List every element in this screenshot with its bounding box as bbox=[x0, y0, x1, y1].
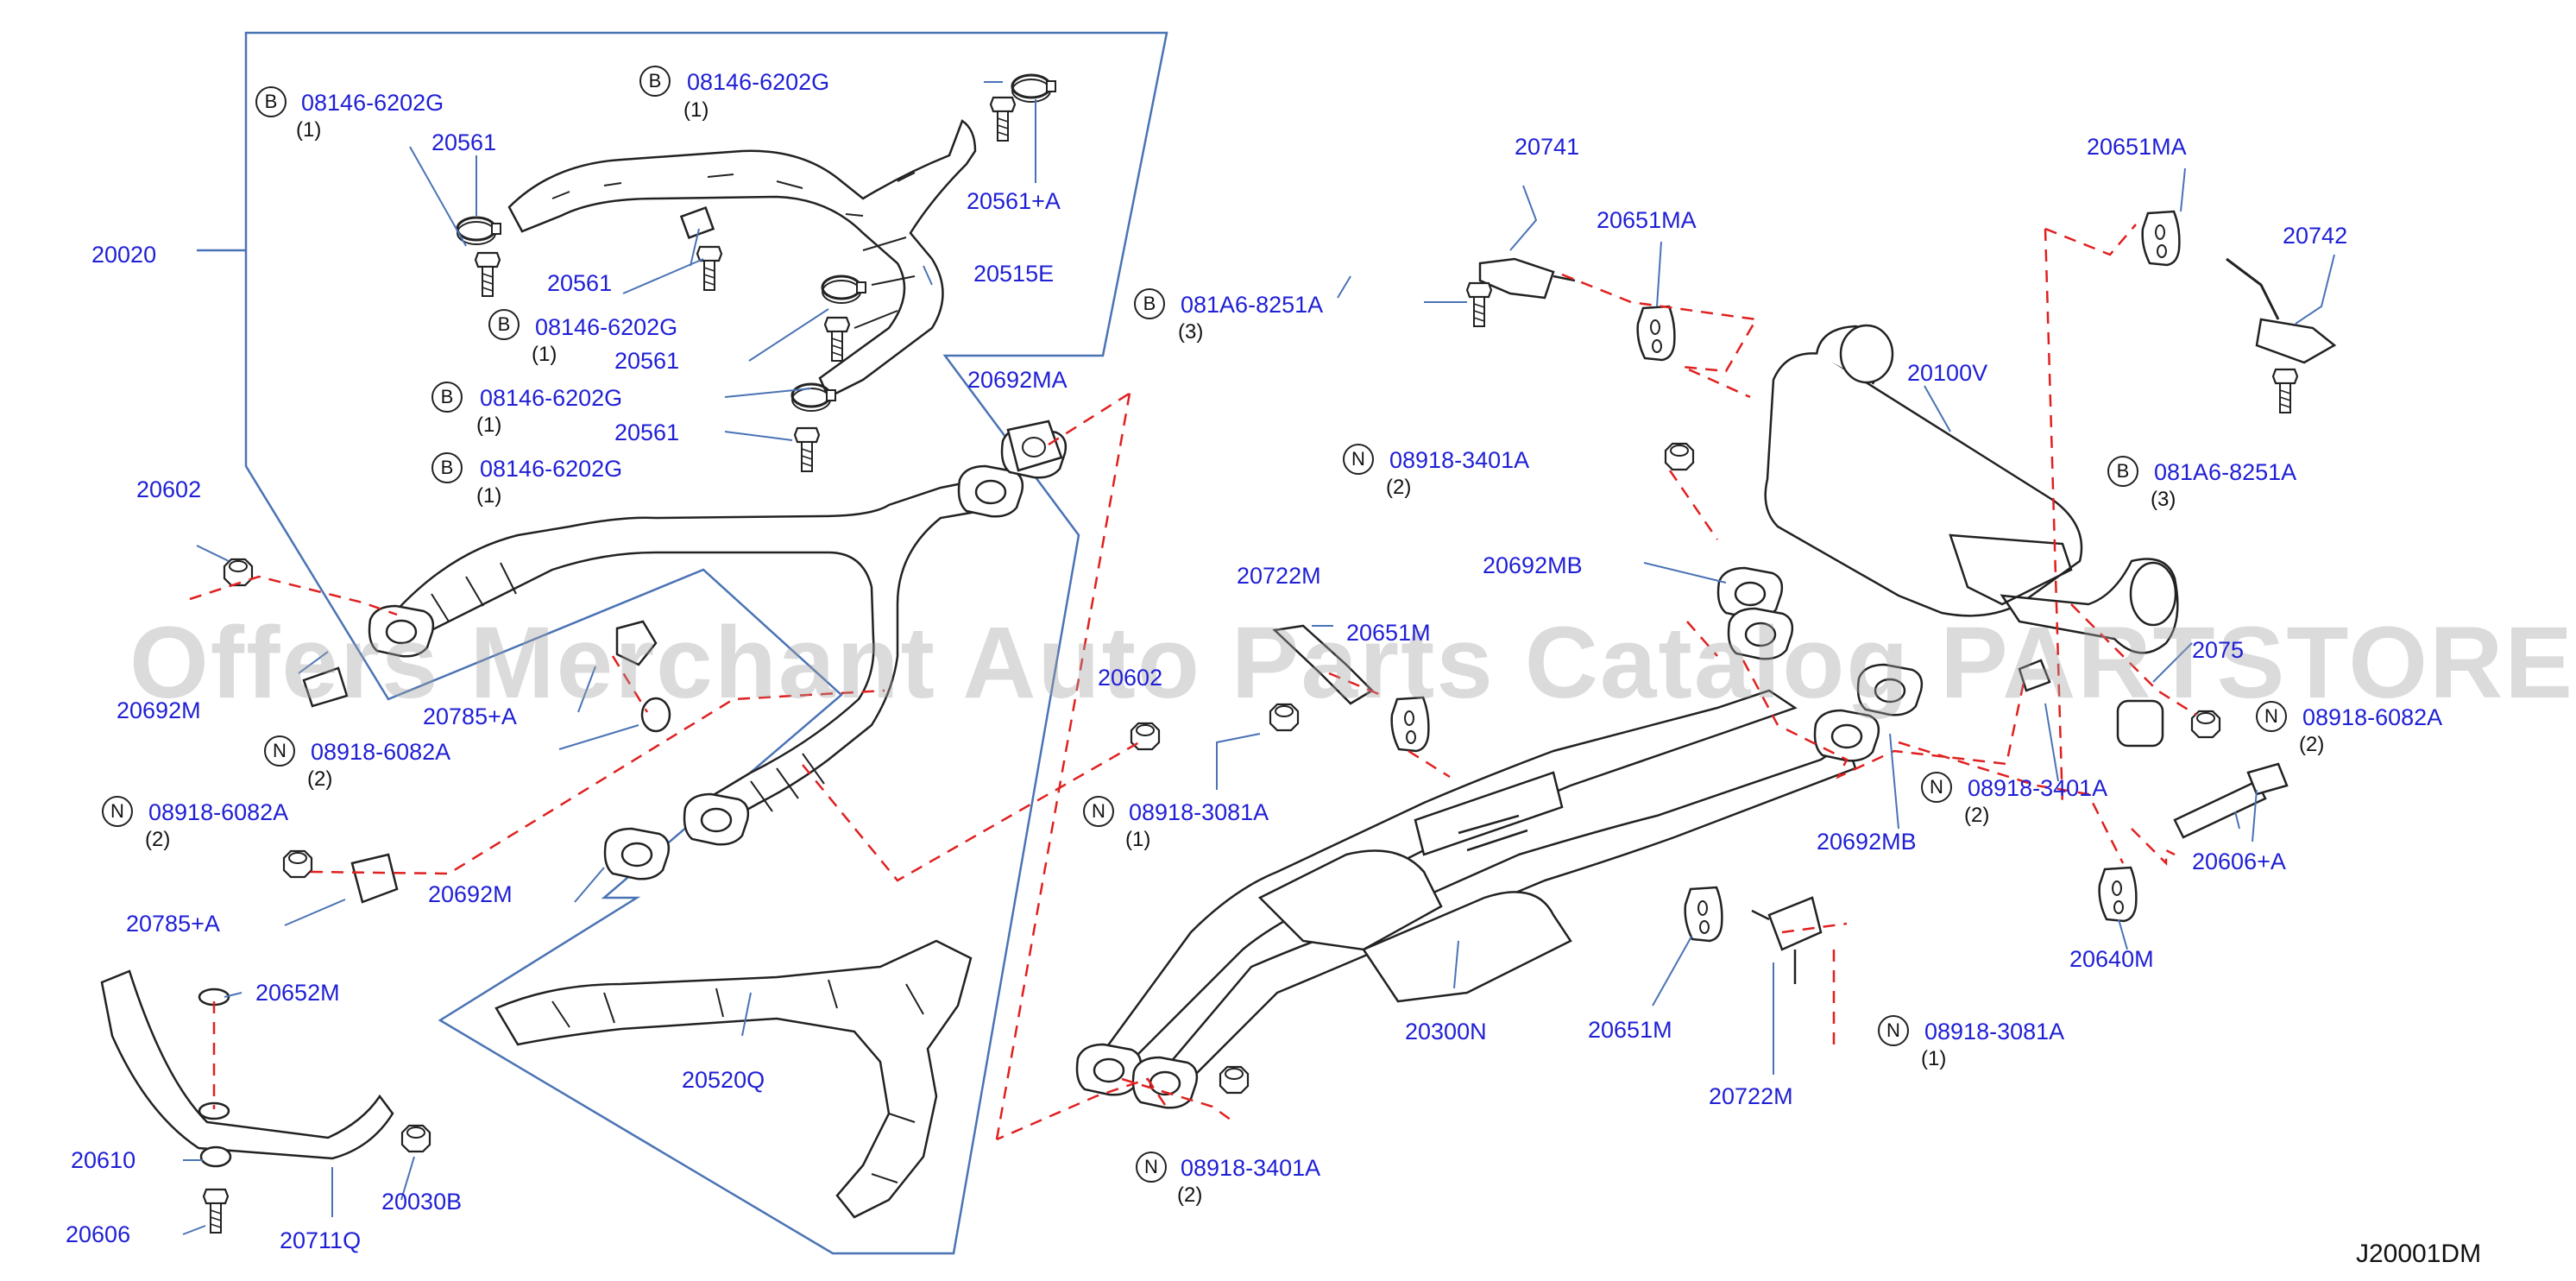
label-20606-a[interactable]: 20606+A bbox=[2192, 849, 2286, 874]
front-y-pipe bbox=[391, 477, 992, 826]
label-20692mb[interactable]: 20692MB bbox=[1817, 829, 1917, 855]
nut-mark: N bbox=[102, 796, 133, 827]
label-08918-6082a[interactable]: 08918-6082A bbox=[311, 739, 451, 765]
qty-label: (2) bbox=[1177, 1183, 1203, 1207]
label-20722m[interactable]: 20722M bbox=[1709, 1083, 1793, 1109]
nut-mark: N bbox=[1343, 444, 1374, 475]
qty-label: (1) bbox=[1125, 828, 1151, 851]
label-081a6-8251a[interactable]: 081A6-8251A bbox=[1181, 292, 1324, 318]
label-20741[interactable]: 20741 bbox=[1515, 134, 1580, 160]
qty-label: (2) bbox=[1386, 476, 1412, 499]
qty-label: (3) bbox=[1178, 320, 1204, 344]
heat-shield bbox=[494, 939, 973, 1219]
label-08146-6202g[interactable]: 08146-6202G bbox=[480, 456, 623, 482]
label-20602[interactable]: 20602 bbox=[136, 476, 202, 502]
nut-mark: N bbox=[1083, 796, 1114, 827]
label-2075[interactable]: 2075 bbox=[2192, 637, 2245, 663]
qty-label: (1) bbox=[476, 484, 502, 508]
label-20651ma[interactable]: 20651MA bbox=[1597, 207, 1697, 233]
label-08146-6202g[interactable]: 08146-6202G bbox=[480, 385, 623, 411]
label-20692m[interactable]: 20692M bbox=[117, 697, 201, 723]
assembly-lines bbox=[189, 224, 2197, 1141]
bolt-mark: B bbox=[431, 382, 463, 413]
label-20606[interactable]: 20606 bbox=[66, 1221, 131, 1247]
diagram-code: J20001DM bbox=[2356, 1240, 2482, 1268]
label-20651ma[interactable]: 20651MA bbox=[2087, 134, 2187, 160]
bolt-mark: B bbox=[639, 66, 671, 97]
center-pipe bbox=[1093, 689, 1857, 1089]
label-20651m-partial[interactable]: 20651M bbox=[1346, 620, 1431, 646]
label-20640m[interactable]: 20640M bbox=[2069, 946, 2154, 972]
assembly-frame bbox=[197, 31, 1168, 1255]
bolt-mark: B bbox=[431, 452, 463, 483]
label-20692m[interactable]: 20692M bbox=[428, 881, 513, 907]
label-20692ma[interactable]: 20692MA bbox=[967, 367, 1068, 393]
label-20692mb[interactable]: 20692MB bbox=[1483, 552, 1583, 578]
label-20785-a[interactable]: 20785+A bbox=[423, 704, 517, 729]
label-20711q[interactable]: 20711Q bbox=[280, 1227, 362, 1253]
label-20561-a[interactable]: 20561+A bbox=[967, 188, 1061, 214]
label-08918-6082a[interactable]: 08918-6082A bbox=[148, 799, 289, 825]
qty-label: (1) bbox=[683, 98, 709, 122]
label-08146-6202g[interactable]: 08146-6202G bbox=[535, 314, 678, 340]
label-08918-3081a[interactable]: 08918-3081A bbox=[1129, 799, 1269, 825]
muffler bbox=[1764, 324, 2179, 654]
bolt-mark: B bbox=[2107, 456, 2138, 487]
label-20561[interactable]: 20561 bbox=[547, 270, 613, 296]
qty-label: (3) bbox=[2151, 488, 2176, 511]
label-20652m[interactable]: 20652M bbox=[255, 980, 340, 1006]
label-20561[interactable]: 20561 bbox=[614, 420, 680, 445]
qty-label: (1) bbox=[1921, 1047, 1947, 1070]
nut-mark: N bbox=[1878, 1015, 1909, 1046]
label-20300n[interactable]: 20300N bbox=[1405, 1019, 1487, 1044]
label-20515e[interactable]: 20515E bbox=[973, 261, 1055, 287]
label-08146-6202g[interactable]: 08146-6202G bbox=[687, 69, 830, 95]
label-20561[interactable]: 20561 bbox=[614, 348, 680, 374]
label-08918-3401a[interactable]: 08918-3401A bbox=[1389, 447, 1530, 473]
front-y-tube-upper bbox=[507, 119, 977, 399]
label-20602[interactable]: 20602 bbox=[1098, 665, 1163, 691]
nut-mark: N bbox=[1136, 1152, 1167, 1183]
label-20651m[interactable]: 20651M bbox=[1588, 1017, 1672, 1043]
qty-label: (2) bbox=[145, 828, 171, 851]
label-20785-a[interactable]: 20785+A bbox=[126, 911, 220, 937]
label-20610[interactable]: 20610 bbox=[71, 1147, 136, 1173]
label-20020[interactable]: 20020 bbox=[91, 242, 157, 268]
rear-bracket bbox=[100, 969, 394, 1160]
label-20742[interactable]: 20742 bbox=[2283, 223, 2348, 249]
label-08918-3401a[interactable]: 08918-3401A bbox=[1968, 775, 2108, 801]
qty-label: (2) bbox=[2299, 733, 2325, 756]
qty-label: (1) bbox=[296, 118, 322, 142]
label-20030b[interactable]: 20030B bbox=[381, 1189, 463, 1215]
bolt-mark: B bbox=[488, 309, 520, 340]
nut-mark: N bbox=[264, 735, 295, 767]
label-08918-3401a[interactable]: 08918-3401A bbox=[1181, 1155, 1321, 1181]
label-08918-6082a[interactable]: 08918-6082A bbox=[2302, 704, 2443, 730]
label-081a6-8251a[interactable]: 081A6-8251A bbox=[2154, 459, 2297, 485]
label-20561[interactable]: 20561 bbox=[431, 129, 497, 155]
leader-lines bbox=[182, 81, 2335, 1235]
bolt-mark: B bbox=[255, 86, 287, 117]
label-08918-3081a[interactable]: 08918-3081A bbox=[1924, 1019, 2065, 1044]
label-20100v[interactable]: 20100V bbox=[1907, 360, 1988, 386]
label-20722m[interactable]: 20722M bbox=[1237, 563, 1321, 589]
label-20520q[interactable]: 20520Q bbox=[682, 1067, 765, 1093]
qty-label: (2) bbox=[1964, 804, 1990, 827]
qty-label: (1) bbox=[476, 413, 502, 437]
label-08146-6202g[interactable]: 08146-6202G bbox=[301, 90, 444, 116]
qty-label: (1) bbox=[532, 343, 557, 366]
nut-mark: N bbox=[1921, 772, 1952, 803]
nut-mark: N bbox=[2256, 701, 2287, 732]
qty-label: (2) bbox=[307, 767, 333, 791]
bolt-mark: B bbox=[1134, 288, 1165, 319]
